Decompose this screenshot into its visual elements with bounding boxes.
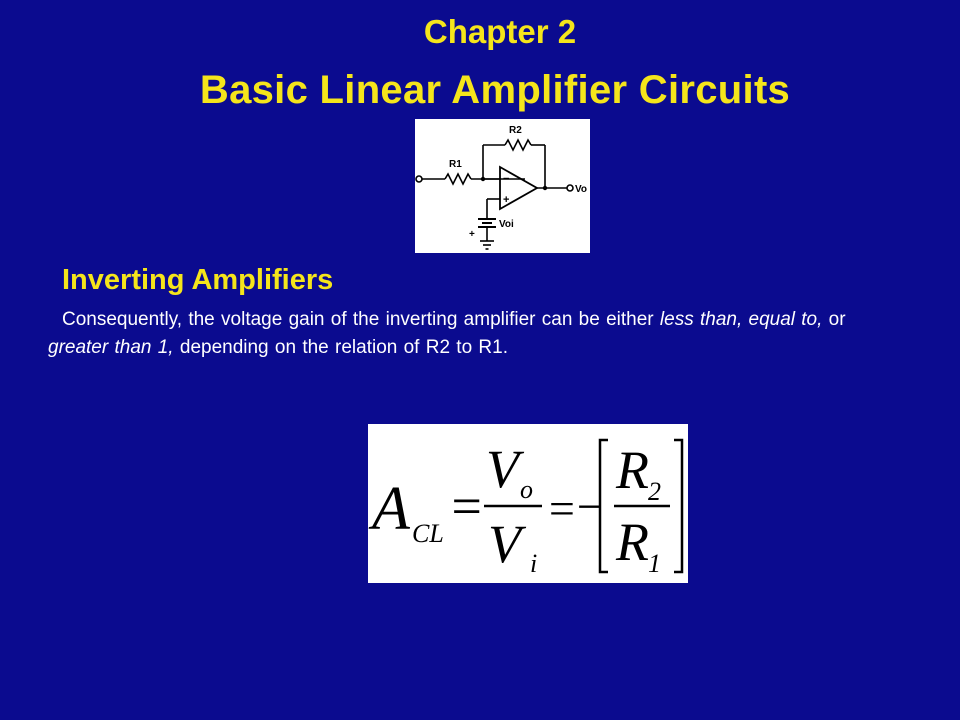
inverting-input-sign: −: [503, 173, 509, 185]
r1-label: R1: [449, 159, 462, 170]
formula-left-bracket: [598, 438, 608, 574]
formula-lhs: A: [368, 475, 411, 543]
body-text-part: or: [822, 309, 846, 330]
formula-r1-subscript: 1: [648, 549, 661, 578]
formula-equals: =: [546, 483, 577, 534]
r1-resistor: [444, 172, 472, 186]
body-text-emphasis: less than, equal to,: [659, 309, 823, 330]
body-paragraph: Consequently, the voltage gain of the in…: [48, 306, 858, 362]
formula-r2: R: [615, 440, 649, 500]
body-text-emphasis: greater than 1,: [48, 337, 174, 358]
formula-lhs-subscript: CL: [412, 519, 444, 548]
r2-resistor: [504, 138, 532, 152]
formula-denominator-subscript: i: [530, 549, 537, 578]
formula-denominator-v: V: [488, 514, 527, 574]
formula-numerator-subscript: o: [520, 475, 533, 504]
output-terminal: [566, 184, 574, 192]
input-terminal: [415, 175, 423, 183]
formula-numerator-v: V: [486, 439, 525, 499]
r2-label: R2: [509, 125, 522, 136]
formula-r2-subscript: 2: [648, 477, 661, 506]
slide-title: Basic Linear Amplifier Circuits: [199, 68, 791, 112]
chapter-label: Chapter 2: [423, 13, 577, 50]
body-text-part: depending on the relation of R2 to R1.: [173, 337, 508, 358]
noninverting-input-sign: +: [503, 194, 509, 206]
gain-formula: A CL = V o V i = − R 2 R 1: [368, 424, 688, 583]
op-amp-symbol: [499, 165, 539, 211]
formula-right-bracket: [674, 438, 684, 574]
voi-label: Voi: [499, 219, 514, 230]
inverting-amplifier-circuit-diagram: R2 R1 Vo Voi − + +: [415, 119, 590, 253]
section-heading: Inverting Amplifiers: [62, 264, 334, 296]
vo-label: Vo: [575, 184, 587, 195]
formula-equals: =: [448, 476, 484, 536]
formula-r1: R: [615, 512, 649, 572]
body-text-part: Consequently, the voltage gain of the in…: [62, 309, 660, 330]
battery-plus-sign: +: [469, 229, 475, 240]
